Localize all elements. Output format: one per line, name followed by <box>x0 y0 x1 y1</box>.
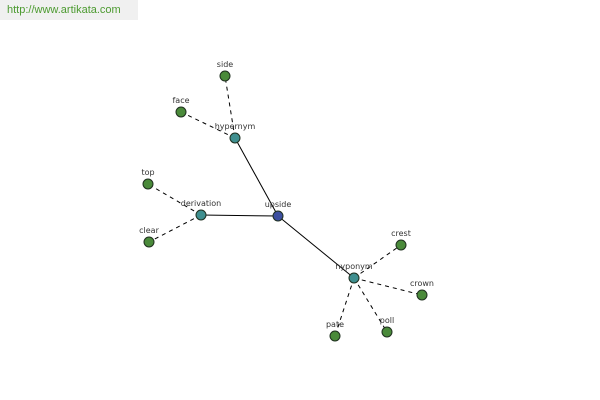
node-upside[interactable] <box>272 210 284 222</box>
nodes-layer <box>142 70 428 342</box>
node-label-pate: pate <box>326 320 344 329</box>
edge-hyponym-crown <box>353 277 423 296</box>
edge-hyponym-crest <box>353 244 402 279</box>
edge-hypernym-face <box>180 111 236 139</box>
node-pate[interactable] <box>329 330 341 342</box>
labels-layer: upside hypernym derivation hyponym side face t… <box>139 60 434 329</box>
node-top[interactable] <box>142 178 154 190</box>
node-label-upside: upside <box>265 200 292 209</box>
node-poll[interactable] <box>381 326 393 338</box>
node-label-hyponym: hyponym <box>335 262 373 271</box>
node-derivation[interactable] <box>195 209 207 221</box>
node-label-hypernym: hypernym <box>215 122 256 131</box>
node-label-crest: crest <box>391 229 411 238</box>
node-clear[interactable] <box>143 236 155 248</box>
edges-layer <box>147 75 423 337</box>
watermark-url: http://www.artikata.com <box>0 0 138 20</box>
edge-hyponym-poll <box>353 277 388 333</box>
edge-hypernym-side <box>224 75 236 139</box>
node-label-clear: clear <box>139 226 159 235</box>
node-crown[interactable] <box>416 289 428 301</box>
node-label-derivation: derivation <box>181 199 221 208</box>
node-hyponym[interactable] <box>348 272 360 284</box>
node-crest[interactable] <box>395 239 407 251</box>
edge-hyponym-pate <box>334 277 355 337</box>
node-side[interactable] <box>219 70 231 82</box>
edge-upside-hypernym <box>234 137 279 217</box>
edge-upside-derivation <box>200 214 279 217</box>
node-label-poll: poll <box>380 316 394 325</box>
edge-derivation-top <box>147 183 202 216</box>
node-face[interactable] <box>175 106 187 118</box>
edge-derivation-clear <box>148 214 202 243</box>
node-label-face: face <box>172 96 189 105</box>
node-label-side: side <box>217 60 233 69</box>
node-hypernym[interactable] <box>229 132 241 144</box>
node-label-top: top <box>141 168 154 177</box>
edge-upside-hyponym <box>277 215 355 279</box>
node-label-crown: crown <box>410 279 434 288</box>
